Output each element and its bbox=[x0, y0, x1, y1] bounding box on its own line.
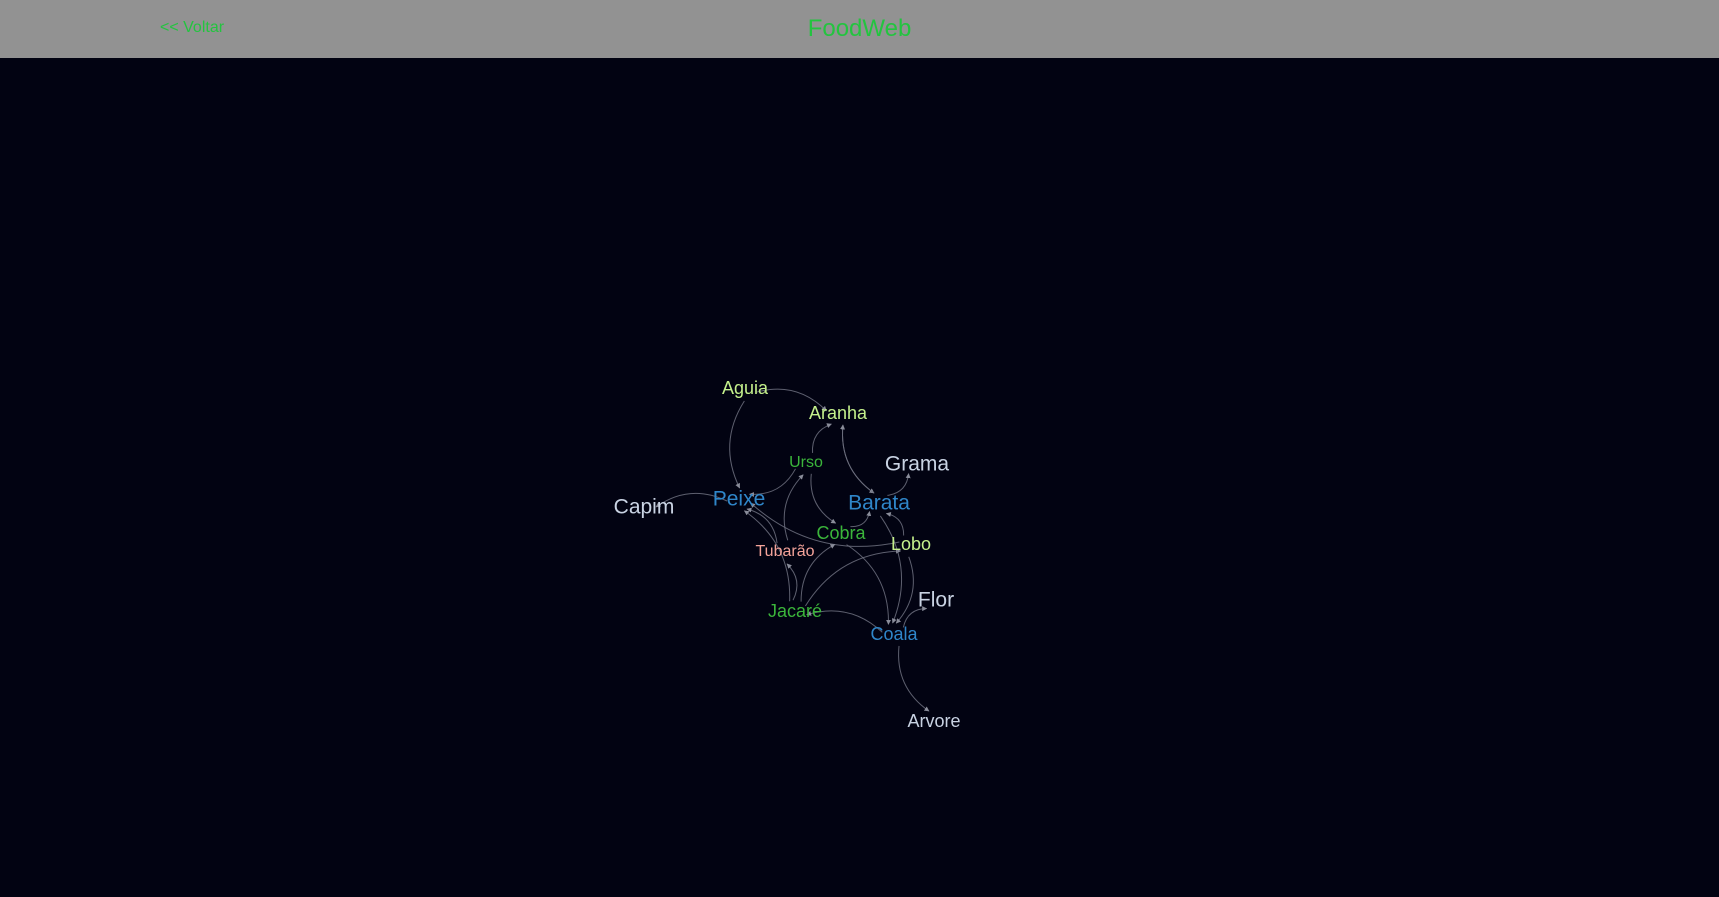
edge-aguia-to-aranha bbox=[756, 388, 827, 412]
node-peixe[interactable]: Peixe bbox=[713, 488, 766, 511]
node-aguia[interactable]: Aguia bbox=[722, 378, 769, 398]
edge-coala-to-arvore bbox=[898, 645, 930, 712]
edge-lobo-to-coala bbox=[895, 556, 914, 624]
back-link[interactable]: << Voltar bbox=[160, 19, 225, 36]
edge-layer bbox=[655, 388, 930, 712]
edge-urso-to-peixe bbox=[749, 468, 796, 497]
node-lobo[interactable]: Lobo bbox=[891, 534, 931, 554]
node-flor[interactable]: Flor bbox=[918, 589, 954, 612]
node-urso[interactable]: Urso bbox=[789, 454, 823, 471]
node-grama[interactable]: Grama bbox=[885, 453, 950, 476]
edge-coala-to-jacare bbox=[806, 610, 883, 633]
edge-tubarao-to-urso bbox=[783, 474, 804, 541]
edge-coala-to-flor bbox=[902, 606, 928, 628]
edge-cobra-to-barata bbox=[850, 510, 872, 528]
node-aranha[interactable]: Aranha bbox=[809, 403, 868, 423]
edge-jacare-to-cobra bbox=[800, 543, 836, 602]
edge-jacare-to-tubarao bbox=[786, 563, 798, 601]
edge-tubarao-to-peixe bbox=[746, 507, 778, 544]
node-cobra[interactable]: Cobra bbox=[816, 523, 866, 543]
edge-aguia-to-peixe bbox=[729, 400, 745, 489]
node-coala[interactable]: Coala bbox=[870, 624, 918, 644]
node-tubarao[interactable]: Tubarão bbox=[756, 543, 815, 560]
edge-barata-to-aranha bbox=[840, 424, 875, 494]
edge-jacare-to-peixe bbox=[743, 510, 791, 602]
node-capim[interactable]: Capim bbox=[614, 496, 675, 519]
edge-lobo-to-peixe bbox=[750, 502, 900, 547]
edge-urso-to-cobra bbox=[810, 473, 837, 524]
edge-peixe-to-capim bbox=[655, 492, 728, 508]
node-arvore[interactable]: Arvore bbox=[907, 711, 960, 731]
app-title: FoodWeb bbox=[807, 15, 912, 42]
edge-barata-to-coala bbox=[879, 515, 903, 624]
node-jacare[interactable]: Jacaré bbox=[768, 601, 822, 621]
node-barata[interactable]: Barata bbox=[848, 492, 910, 515]
top-bar: << Voltar FoodWeb bbox=[0, 0, 1719, 58]
edge-urso-to-aranha bbox=[812, 423, 832, 453]
edge-barata-to-grama bbox=[887, 473, 911, 496]
edge-lobo-to-barata bbox=[885, 512, 905, 536]
edge-cobra-to-coala bbox=[846, 544, 892, 625]
edge-jacare-to-lobo bbox=[804, 548, 902, 607]
